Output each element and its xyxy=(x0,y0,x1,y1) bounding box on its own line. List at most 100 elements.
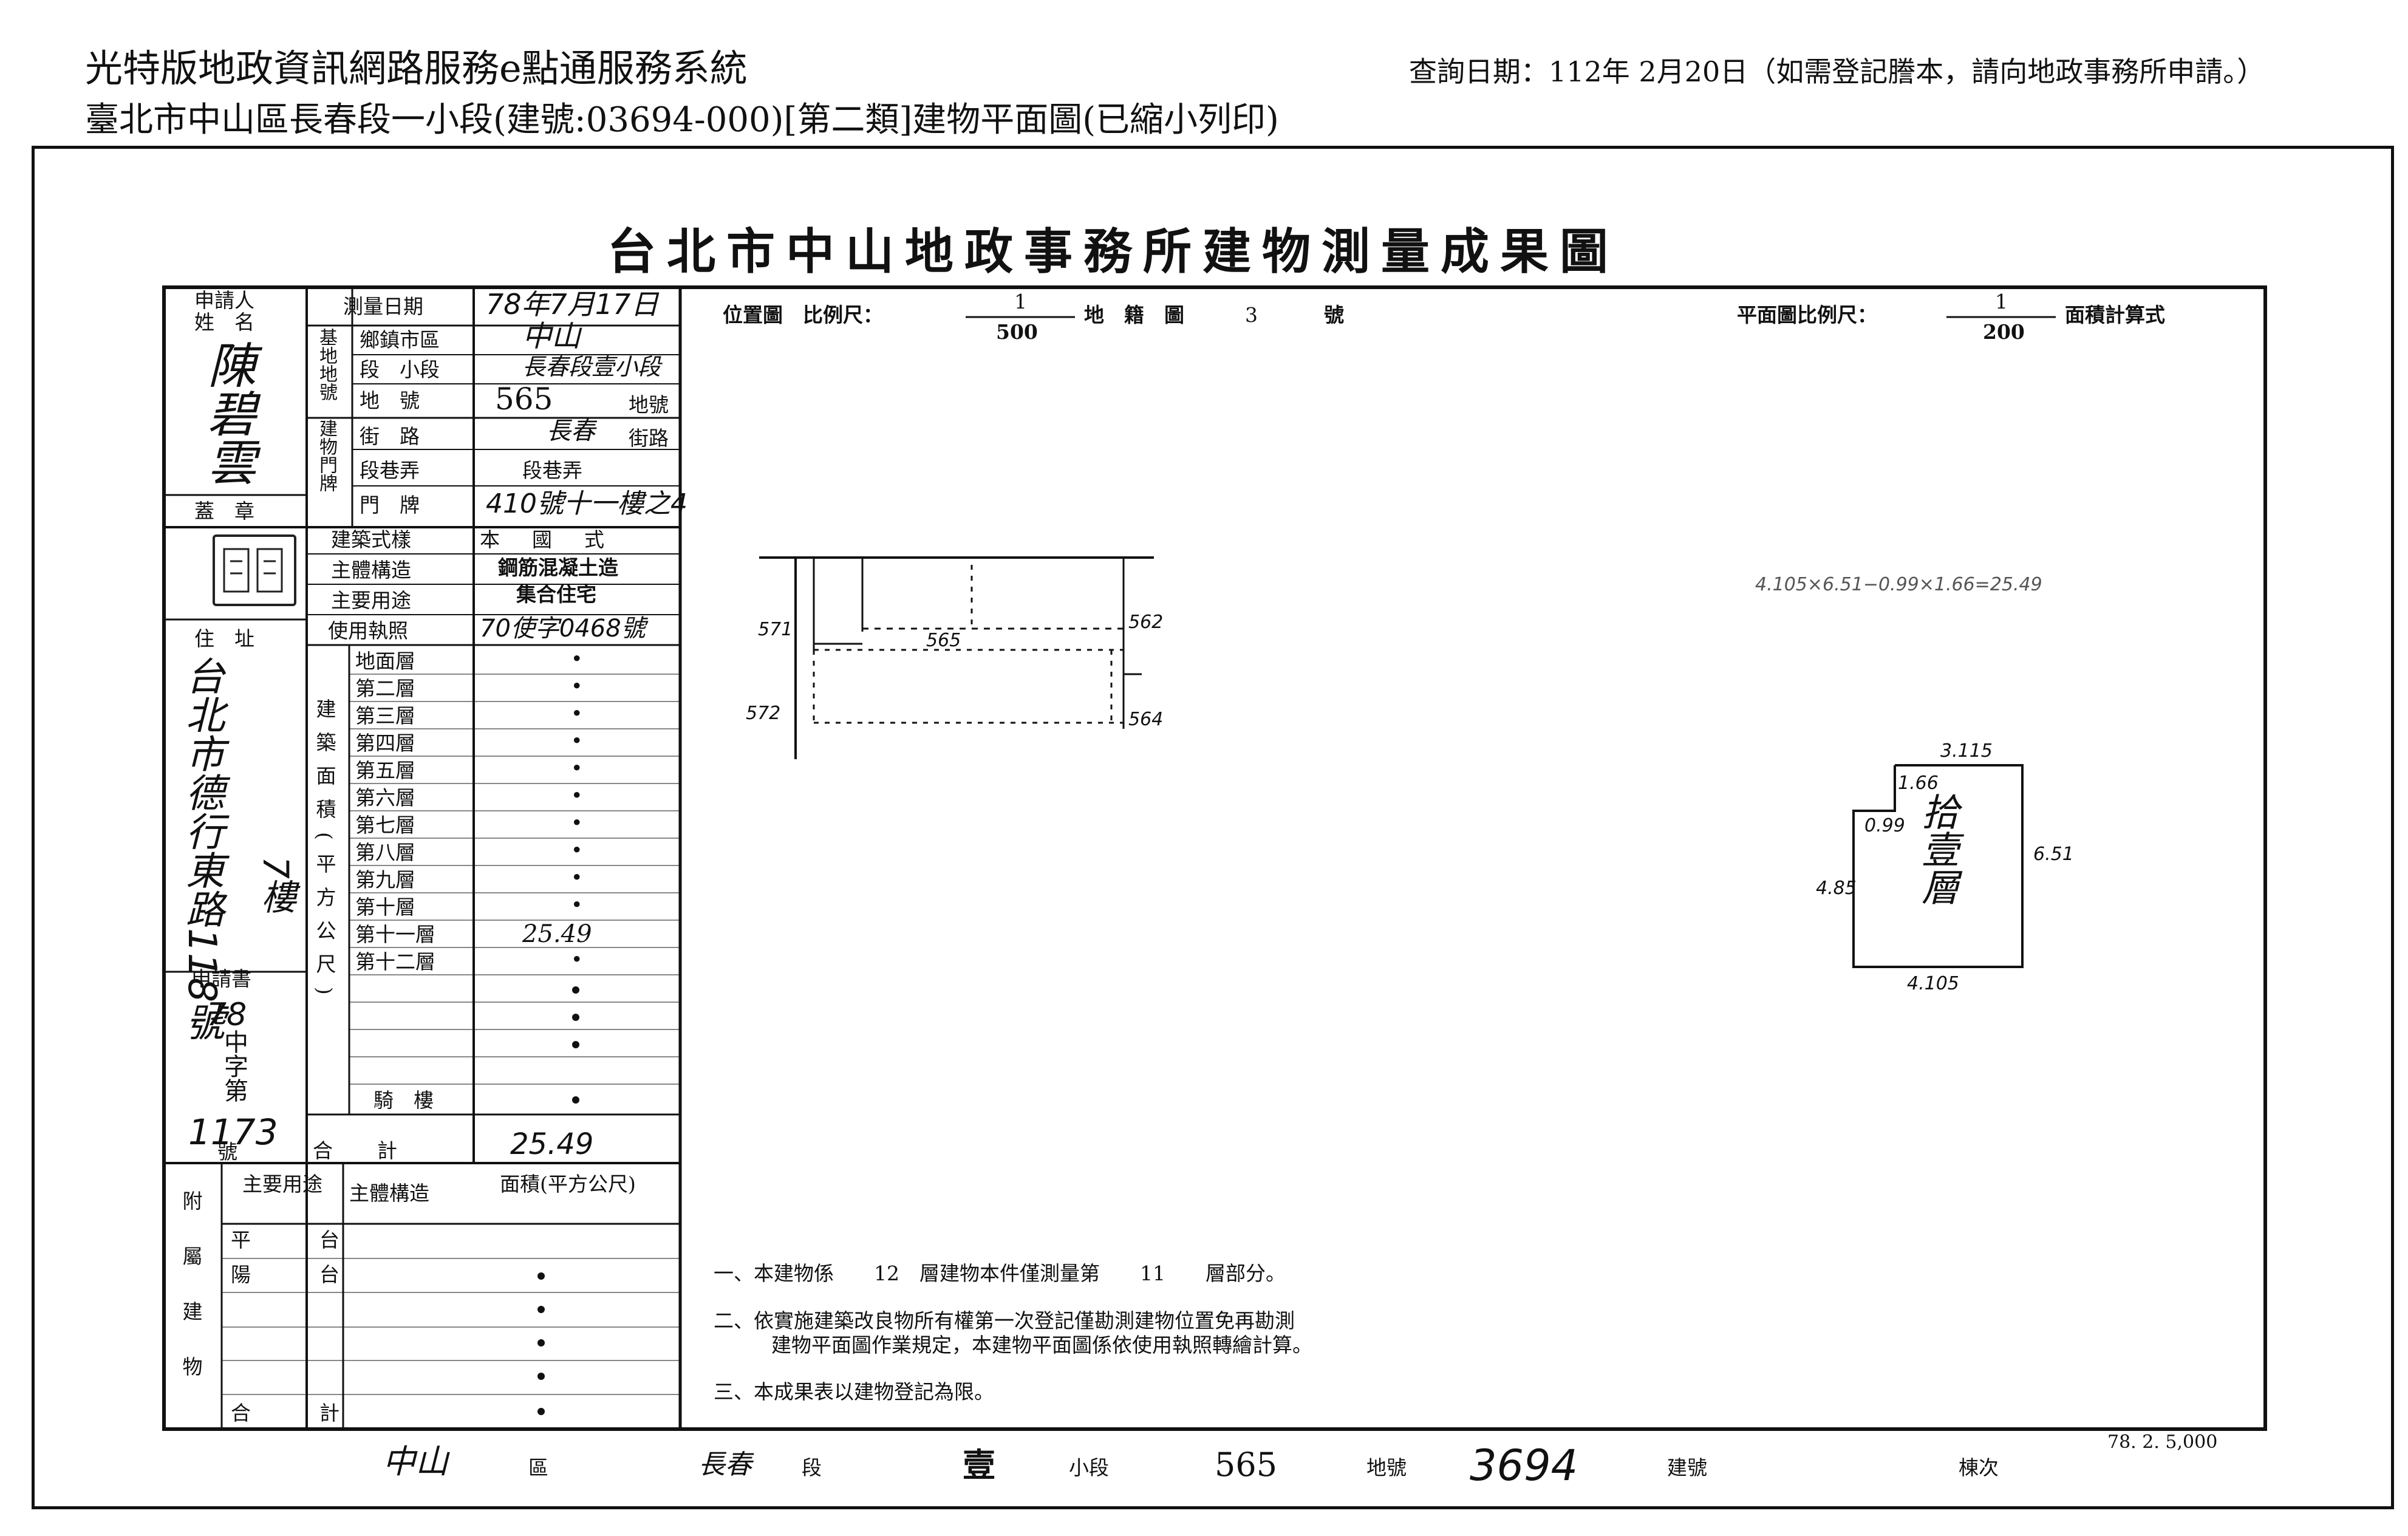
floor-row-value: • xyxy=(571,647,583,671)
survey-date-value: 78年7月17日 xyxy=(486,288,659,321)
address-floor: 7樓 xyxy=(255,856,296,914)
floor-row-label: 第四層 xyxy=(355,731,415,755)
footer-district-label: 區 xyxy=(528,1456,548,1480)
area-calc-label: 面積計算式 xyxy=(2065,303,2165,327)
cadastral-sheet-label: 地 籍 圖 xyxy=(1084,303,1184,327)
form-title: 台北市中山地政事務所建物測量成果圖 xyxy=(607,223,1619,280)
door-label: 建物門牌 xyxy=(316,419,337,492)
applicant-seal xyxy=(213,534,296,606)
floor-row-label: 第八層 xyxy=(355,841,415,864)
lot-suffix: 地號 xyxy=(629,393,669,417)
floor-area-group-label: 建築面積(平方公尺) xyxy=(313,698,336,1008)
floor-row-label: 第五層 xyxy=(355,759,415,782)
annex-balcony-label: 陽 台 xyxy=(231,1263,364,1286)
lane-value: 段巷弄 xyxy=(522,459,582,482)
document-frame xyxy=(32,146,2394,1509)
footer-lot-value: 565 xyxy=(1215,1446,1278,1484)
dim-top: 3.115 xyxy=(1940,740,1993,762)
floor-row-value: • xyxy=(571,865,583,889)
dim-left: 4.85 xyxy=(1816,878,1857,899)
location-map-sketch xyxy=(759,556,1154,759)
annex-use-label: 主要用途 xyxy=(242,1172,322,1196)
annex-dot xyxy=(537,1306,545,1313)
annex-total-label: 合 計 xyxy=(231,1401,364,1425)
lot-562: 562 xyxy=(1128,612,1164,633)
section-value: 長春段壹小段 xyxy=(522,353,661,380)
lot-565: 565 xyxy=(926,630,961,651)
annex-area-label: 面積(平方公尺) xyxy=(500,1172,636,1196)
annex-dot xyxy=(537,1408,545,1415)
annex-structure-label: 主體構造 xyxy=(349,1181,429,1205)
floor-row-value: • xyxy=(571,811,583,835)
structure-value: 鋼筋混凝土造 xyxy=(498,556,618,579)
floor-row-label: 第十一層 xyxy=(355,923,435,946)
footer-district-value: 中山 xyxy=(383,1442,448,1481)
arcade-label: 騎 樓 xyxy=(373,1088,434,1112)
section-label: 段 小段 xyxy=(360,358,440,381)
annex-group-label: 附屬建物 xyxy=(179,1190,203,1411)
empty-row-dot xyxy=(572,986,579,994)
application-no-suffix: 號 xyxy=(217,1140,237,1164)
cadastral-sheet-no: 3 xyxy=(1245,303,1258,327)
survey-date-label: 測量日期 xyxy=(343,295,423,318)
floor-row-label: 第十層 xyxy=(355,895,415,919)
permit-value: 70使字0468號 xyxy=(480,615,646,643)
annex-dot xyxy=(537,1272,545,1280)
cadastral-sheet-suffix: 號 xyxy=(1324,303,1344,327)
application-label: 申請書 xyxy=(191,967,251,991)
applicant-name-label: 姓 名 xyxy=(194,310,254,334)
door-number-label: 門 牌 xyxy=(360,493,420,517)
plan-scale-num: 1 xyxy=(1995,290,2008,313)
floor-row-value: • xyxy=(571,783,583,807)
floor-row-label: 第十二層 xyxy=(355,950,435,974)
street-suffix: 街路 xyxy=(629,426,669,450)
footer-lot-label: 地號 xyxy=(1366,1456,1407,1480)
dim-bottom: 4.105 xyxy=(1907,973,1959,994)
application-year: 78 xyxy=(206,997,247,1033)
seal-label: 蓋 章 xyxy=(194,499,254,523)
empty-row-dot xyxy=(572,1014,579,1021)
applicant-name: 陳碧雲 xyxy=(200,340,256,486)
application-word: 中字第 xyxy=(220,1029,248,1102)
dim-right: 6.51 xyxy=(2033,844,2074,865)
total-label: 合 計 xyxy=(313,1139,409,1162)
area-calc-formula: 4.105×6.51−0.99×1.66=25.49 xyxy=(1755,574,2042,595)
location-scale-den: 500 xyxy=(996,320,1038,344)
footer-section-label: 段 xyxy=(802,1456,822,1480)
address-label: 住 址 xyxy=(194,627,254,650)
footer-building-label: 建號 xyxy=(1667,1456,1707,1480)
note-2-cont: 建物平面圖作業規定，本建物平面圖係依使用執照轉繪計算。 xyxy=(771,1333,1312,1357)
annex-dot xyxy=(537,1373,545,1380)
floor-row-value: • xyxy=(571,674,583,698)
empty-row-dot xyxy=(572,1041,579,1048)
floor-row-value: • xyxy=(571,729,583,753)
note-3: 三、本成果表以建物登記為限。 xyxy=(714,1380,994,1404)
floor-row-label: 地面層 xyxy=(355,649,415,673)
floor-row-label: 第六層 xyxy=(355,786,415,810)
application-no: 1173 xyxy=(188,1111,278,1153)
arcade-value xyxy=(572,1096,579,1104)
style-value: 本 國 式 xyxy=(480,528,610,551)
footer-subsection-label: 小段 xyxy=(1069,1456,1109,1480)
township-label: 鄉鎮市區 xyxy=(360,328,440,352)
plan-scale-label: 平面圖比例尺： xyxy=(1737,303,1877,327)
township-value: 中山 xyxy=(522,319,581,353)
footer-subsection-value: 壹 xyxy=(963,1446,995,1484)
door-number-value: 410號十一樓之4 xyxy=(486,488,687,519)
dim-notch-w: 0.99 xyxy=(1864,815,1905,836)
structure-label: 主體構造 xyxy=(331,558,411,582)
system-title: 光特版地政資訊網路服務e點通服務系統 xyxy=(85,46,748,90)
use-label: 主要用途 xyxy=(331,589,411,612)
floor-row-label: 第七層 xyxy=(355,813,415,837)
floor-row-value: • xyxy=(571,893,583,916)
note-2: 二、依實施建築改良物所有權第一次登記僅勘測建物位置免再勘測 xyxy=(714,1309,1295,1333)
lane-label: 段巷弄 xyxy=(360,459,420,482)
plan-scale-den: 200 xyxy=(1983,320,2025,344)
address-value: 台北市德行東路118號 xyxy=(179,656,224,1042)
lot-564: 564 xyxy=(1128,709,1164,730)
floor-row-value: • xyxy=(571,838,583,862)
style-label: 建築式樣 xyxy=(331,528,411,551)
permit-label: 使用執照 xyxy=(328,619,408,643)
floor-row-value: • xyxy=(571,756,583,780)
